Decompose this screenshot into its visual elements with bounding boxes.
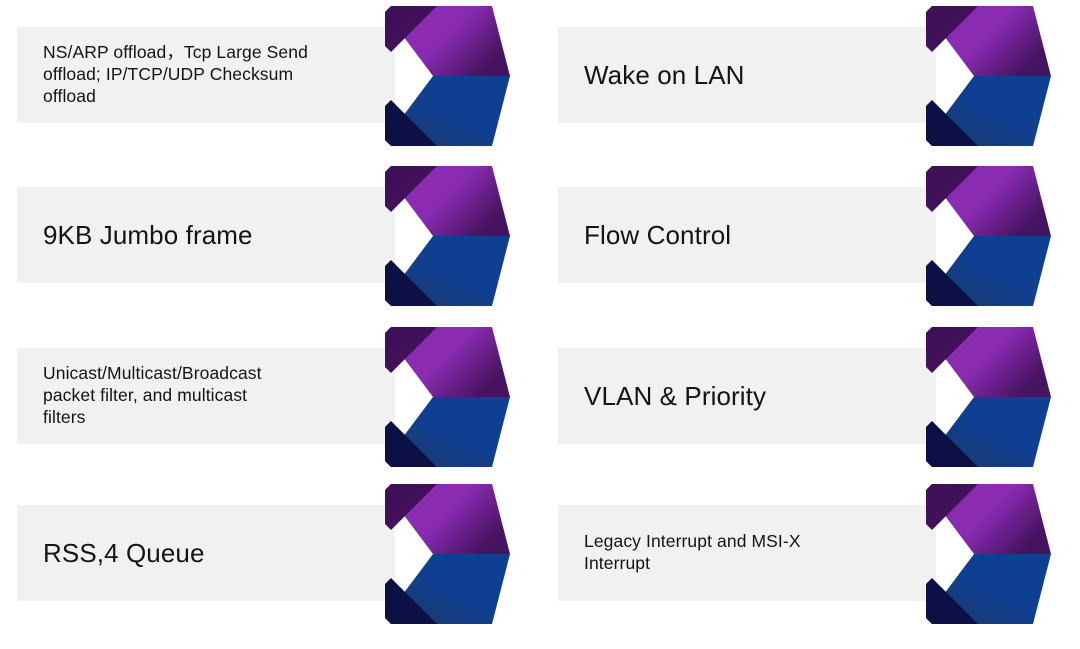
feature-label-plate-jumbo-frame: 9KB Jumbo frame [17,187,395,283]
chevron-arrow-icon [926,327,1051,467]
chevron-arrow-icon [385,484,510,624]
feature-label-plate-interrupts: Legacy Interrupt and MSI-X Interrupt [558,505,936,601]
feature-label-text-vlan-priority: VLAN & Priority [584,380,767,411]
feature-label-text-rss-queue: RSS,4 Queue [43,537,205,568]
chevron-arrow-icon [926,6,1051,146]
feature-item-rss-queue[interactable]: RSS,4 Queue [17,484,510,624]
chevron-arrow-icon [385,166,510,306]
feature-label-text-packet-filter: Unicast/Multicast/Broadcast packet filte… [43,363,262,427]
feature-label-text-offload: NS/ARP offload，Tcp Large Send offload; I… [43,42,308,106]
feature-label-text-interrupts: Legacy Interrupt and MSI-X Interrupt [584,531,801,573]
feature-label-plate-flow-control: Flow Control [558,187,936,283]
feature-item-offload[interactable]: NS/ARP offload，Tcp Large Send offload; I… [17,6,510,146]
feature-label-plate-offload: NS/ARP offload，Tcp Large Send offload; I… [17,27,395,123]
feature-label-text-jumbo-frame: 9KB Jumbo frame [43,219,253,250]
feature-label-plate-vlan-priority: VLAN & Priority [558,348,936,444]
feature-item-interrupts[interactable]: Legacy Interrupt and MSI-X Interrupt [558,484,1051,624]
chevron-arrow-icon [385,6,510,146]
chevron-arrow-icon [926,484,1051,624]
feature-label-text-wake-on-lan: Wake on LAN [584,59,745,90]
chevron-arrow-icon [926,166,1051,306]
feature-label-plate-rss-queue: RSS,4 Queue [17,505,395,601]
feature-item-vlan-priority[interactable]: VLAN & Priority [558,327,1051,467]
feature-item-flow-control[interactable]: Flow Control [558,166,1051,306]
feature-item-packet-filter[interactable]: Unicast/Multicast/Broadcast packet filte… [17,327,510,467]
feature-label-text-flow-control: Flow Control [584,219,732,250]
feature-item-jumbo-frame[interactable]: 9KB Jumbo frame [17,166,510,306]
feature-label-plate-wake-on-lan: Wake on LAN [558,27,936,123]
chevron-arrow-icon [385,327,510,467]
feature-item-wake-on-lan[interactable]: Wake on LAN [558,6,1051,146]
feature-label-plate-packet-filter: Unicast/Multicast/Broadcast packet filte… [17,348,395,444]
